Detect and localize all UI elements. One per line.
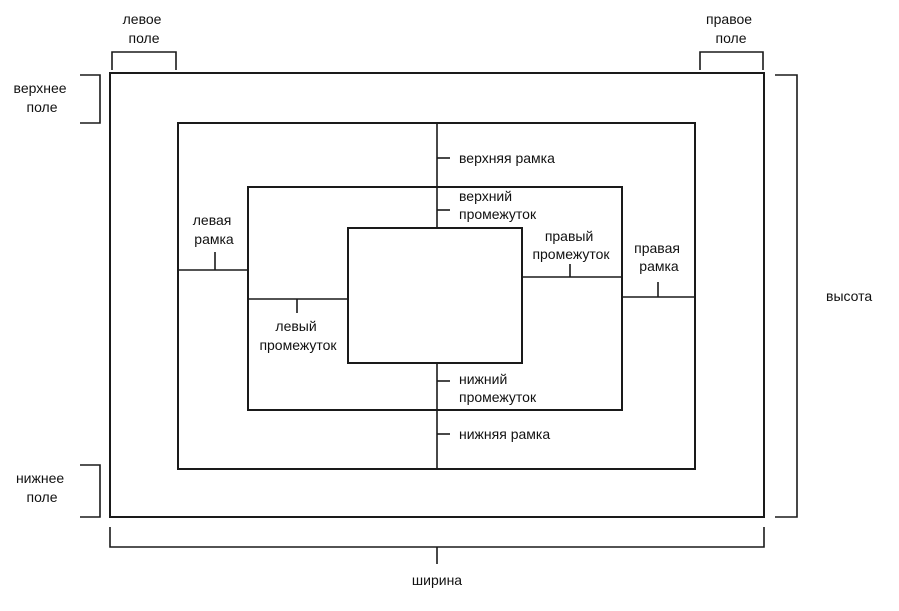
bottom-padding-label: нижний промежуток [459,371,537,405]
right-padding-label: правый промежуток [532,228,610,262]
bottom-margin-label: нижнее поле [16,470,68,505]
bottom-margin-bracket [80,464,101,518]
width-label: ширина [412,572,462,588]
right-margin-label: правое поле [706,11,756,46]
width-bracket [109,527,765,548]
bottom-border-label: нижняя рамка [459,426,550,442]
margin-box [109,72,765,518]
top-padding-label: верхний промежуток [459,188,537,222]
top-margin-bracket [80,74,101,124]
left-margin-label: левое поле [123,11,166,46]
right-border-label: правая рамка [634,240,684,274]
left-padding-label: левый промежуток [259,318,337,353]
top-border-label: верхняя рамка [459,150,555,166]
content-box [347,227,523,364]
right-margin-bracket [699,51,764,70]
left-border-label: левая рамка [193,212,236,247]
height-bracket [775,74,798,518]
height-label: высота [826,288,872,304]
left-margin-bracket [111,51,177,70]
top-margin-label: верхнее поле [14,80,71,115]
